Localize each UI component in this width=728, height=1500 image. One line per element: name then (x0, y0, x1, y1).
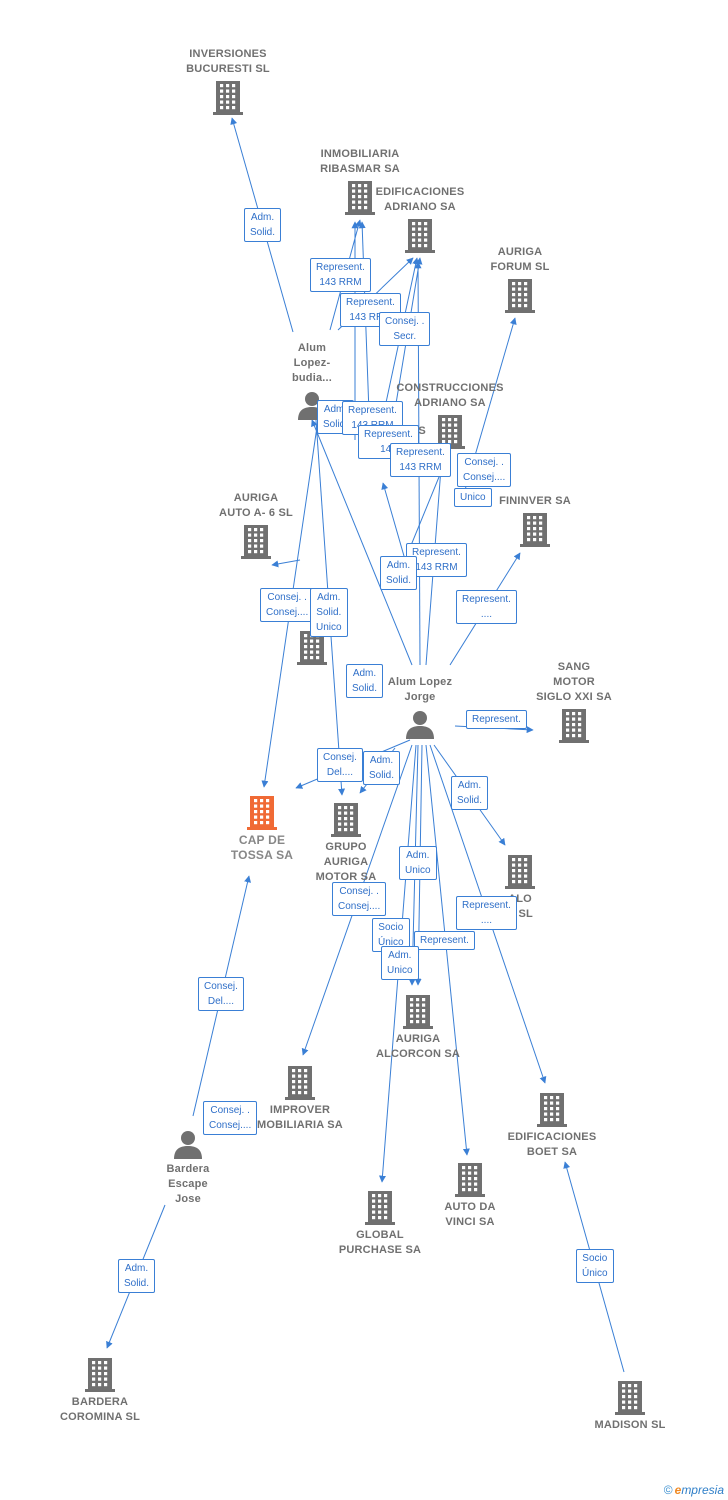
building-icon (520, 513, 550, 547)
node-label: MADISON SL (594, 1419, 666, 1431)
relation-edge (425, 744, 470, 1156)
relation-label[interactable]: Represent. (414, 931, 475, 950)
node-label: AURIGA AUTO A- 6 SL (219, 492, 293, 519)
company-node-bardera-coromina[interactable]: BARDERA COROMINA SL (25, 1358, 175, 1425)
relation-edge (271, 559, 301, 568)
company-node-auto-da-vinci[interactable]: AUTO DA VINCI SA (395, 1163, 545, 1230)
relation-label[interactable]: Adm. Solid. (118, 1259, 156, 1293)
relation-label[interactable]: Consej. . Secr. (379, 312, 431, 346)
building-icon (505, 279, 535, 313)
person-node-alum-jorge[interactable]: Alum Lopez Jorge (345, 675, 495, 739)
building-icon (455, 1163, 485, 1197)
building-icon (85, 1358, 115, 1392)
person-node-bardera-jose[interactable]: Bardera Escape Jose (113, 1129, 263, 1207)
company-node-improver[interactable]: IMPROVER MOBILIARIA SA (225, 1066, 375, 1133)
company-node-madison[interactable]: MADISON SL (555, 1381, 705, 1433)
building-icon (405, 219, 435, 253)
node-label: AUTO DA VINCI SA (444, 1201, 496, 1228)
relation-label[interactable]: Adm. Solid. (346, 664, 384, 698)
relation-label[interactable]: Adm. Solid. (244, 208, 282, 242)
company-node-edif-boet[interactable]: EDIFICACIONES BOET SA (477, 1093, 627, 1160)
building-icon (213, 81, 243, 115)
person-icon (406, 711, 434, 739)
building-icon (331, 803, 361, 837)
relation-label[interactable]: Adm. Solid. Unico (310, 588, 348, 637)
building-icon (505, 855, 535, 889)
person-icon (174, 1131, 202, 1159)
relation-edge (381, 482, 409, 571)
building-icon (615, 1381, 645, 1415)
relation-label[interactable]: Adm. Unico (381, 946, 419, 980)
relation-label[interactable]: Adm. Solid. (451, 776, 489, 810)
copyright-icon: © (663, 1483, 673, 1497)
relation-label[interactable]: Consej. Del.... (198, 977, 244, 1011)
node-label: INVERSIONES BUCURESTI SL (186, 48, 270, 75)
company-node-auriga-auto6[interactable]: AURIGA AUTO A- 6 SL (181, 491, 331, 559)
company-node-inmobiliaria[interactable]: INMOBILIARIA RIBASMAR SA (285, 147, 435, 215)
node-label: CAP DE TOSSA SA (230, 833, 294, 862)
relation-edge (311, 419, 413, 666)
relation-label[interactable]: Adm. Solid. (380, 556, 418, 590)
relation-label[interactable]: Represent. (466, 710, 527, 729)
company-node-cap-tossa[interactable]: CAP DE TOSSA SA (187, 796, 337, 863)
relation-label[interactable]: Socio Único (576, 1249, 614, 1283)
company-node-edif-adriano[interactable]: EDIFICACIONES ADRIANO SA (345, 185, 495, 253)
node-label: EDIFICACIONES ADRIANO SA (375, 186, 465, 213)
node-label: GRUPO AURIGA MOTOR SA (315, 841, 377, 883)
relation-label[interactable]: Adm. Unico (399, 846, 437, 880)
building-icon (365, 1191, 395, 1225)
relation-label[interactable]: Adm. Solid. (363, 751, 401, 785)
building-icon (241, 525, 271, 559)
relation-label[interactable]: Represent. 143 RRM (390, 443, 451, 477)
node-label: SANG MOTOR SIGLO XXI SA (536, 661, 612, 703)
node-label: BARDERA COROMINA SL (59, 1396, 140, 1423)
building-icon (285, 1066, 315, 1100)
relation-label[interactable]: Represent. .... (456, 590, 517, 624)
company-node-auriga-alcorcon[interactable]: AURIGA ALCORCON SA (343, 995, 493, 1062)
node-label: AURIGA ALCORCON SA (375, 1033, 461, 1060)
node-label: CONSTRUCCIONES ADRIANO SA (396, 382, 504, 409)
node-label: Alum Lopez- budia... (291, 342, 333, 384)
building-icon (537, 1093, 567, 1127)
brand-footer[interactable]: ©empresia (664, 1483, 724, 1497)
node-label: Bardera Escape Jose (166, 1163, 210, 1205)
relation-label[interactable]: Represent. 143 RRM (406, 543, 467, 577)
building-icon (403, 995, 433, 1029)
node-label: AURIGA FORUM SL (490, 246, 550, 273)
brand-logo-letter: e (674, 1483, 682, 1497)
relation-label[interactable]: Consej. . Consej.... (332, 882, 387, 916)
node-label: GLOBAL PURCHASE SA (338, 1229, 422, 1256)
node-label: FININVER SA (499, 495, 571, 507)
relation-label[interactable]: Consej. . Consej.... (203, 1101, 258, 1135)
relation-label[interactable]: Represent. 143 RRM (310, 258, 371, 292)
building-icon (345, 181, 375, 215)
company-node-auriga-forum[interactable]: AURIGA FORUM SL (445, 245, 595, 313)
company-node-inversiones[interactable]: INVERSIONES BUCURESTI SL (153, 47, 303, 115)
relation-label[interactable]: Consej. Del.... (317, 748, 363, 782)
building-icon (559, 709, 589, 743)
company-node-sang-motor[interactable]: SANG MOTOR SIGLO XXI SA (499, 660, 649, 743)
relation-label[interactable]: Consej. . Consej.... (457, 453, 512, 487)
node-label: INMOBILIARIA RIBASMAR SA (320, 148, 400, 175)
node-label: EDIFICACIONES BOET SA (507, 1131, 597, 1158)
relation-label[interactable]: Consej. . Consej.... (260, 588, 315, 622)
building-icon (247, 796, 277, 830)
relation-label[interactable]: Unico (454, 488, 492, 507)
company-node-global-purchase[interactable]: GLOBAL PURCHASE SA (305, 1191, 455, 1258)
company-node-fininver[interactable]: FININVER SA (460, 494, 610, 547)
company-node-grupo-auriga[interactable]: GRUPO AURIGA MOTOR SA (271, 803, 421, 885)
brand-name: mpresia (681, 1483, 724, 1497)
node-label: Alum Lopez Jorge (387, 676, 453, 703)
node-label: IMPROVER MOBILIARIA SA (257, 1104, 343, 1131)
relation-label[interactable]: Represent. .... (456, 896, 517, 930)
